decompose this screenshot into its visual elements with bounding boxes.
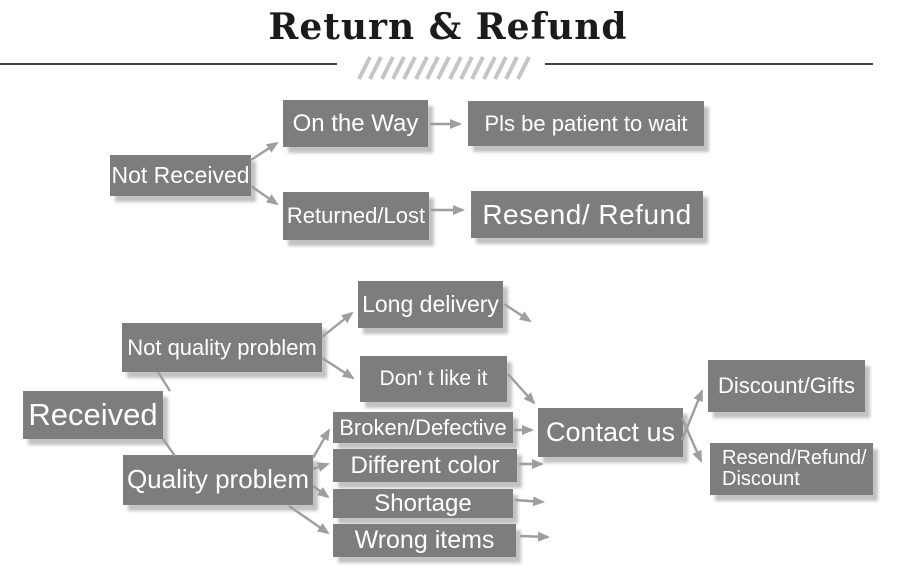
node-resend-refund: Resend/ Refund (471, 191, 703, 238)
node-dont-like-it: Don' t like it (360, 356, 507, 402)
node-returned-lost: Returned/Lost (283, 192, 429, 240)
node-received: Received (23, 391, 163, 439)
arrow-not-quality-to-long-delivery (321, 311, 354, 338)
node-on-the-way: On the Way (283, 100, 428, 147)
node-different-color: Different color (333, 449, 517, 482)
arrow-not-received-to-returned (250, 185, 279, 206)
node-resend-refund-discount: Resend/Refund/ Discount (710, 443, 873, 495)
arrow-shortage-out (514, 496, 545, 507)
node-wrong-items: Wrong items (333, 524, 516, 557)
line-not-quality-to-received (156, 371, 172, 392)
node-contact-us: Contact us (538, 408, 683, 457)
arrow-quality-to-different (312, 462, 330, 472)
title-rule-left (0, 63, 337, 65)
line-received-to-quality (162, 438, 176, 457)
arrow-quality-to-wrong (288, 505, 330, 535)
arrow-not-received-to-on-the-way (250, 141, 279, 162)
arrow-not-quality-to-dont-like (321, 356, 355, 380)
arrow-wrong-out (519, 531, 550, 542)
arrow-contact-to-resend-discount (680, 417, 703, 463)
page-title: Return & Refund (268, 6, 628, 48)
arrow-quality-to-shortage (312, 485, 330, 499)
title-rule-right (545, 63, 873, 65)
node-not-quality-problem: Not quality problem (122, 323, 322, 372)
node-pls-be-patient: Pls be patient to wait (468, 101, 704, 146)
node-resend-refund-discount-line2: Discount (722, 468, 800, 490)
node-resend-refund-discount-line1: Resend/Refund/ (722, 447, 867, 469)
node-broken-defective: Broken/Defective (333, 412, 513, 443)
node-not-received: Not Received (110, 155, 251, 196)
arrow-dont-like-to-contact (507, 373, 536, 405)
node-long-delivery: Long delivery (358, 281, 503, 328)
arrow-long-delivery-out (503, 302, 532, 323)
node-shortage: Shortage (333, 489, 513, 518)
node-quality-problem: Quality problem (123, 455, 313, 505)
arrow-contact-to-discount-gifts (680, 389, 704, 441)
arrow-quality-to-broken (311, 428, 331, 459)
hatch-decoration (357, 56, 531, 80)
node-discount-gifts: Discount/Gifts (708, 360, 865, 412)
